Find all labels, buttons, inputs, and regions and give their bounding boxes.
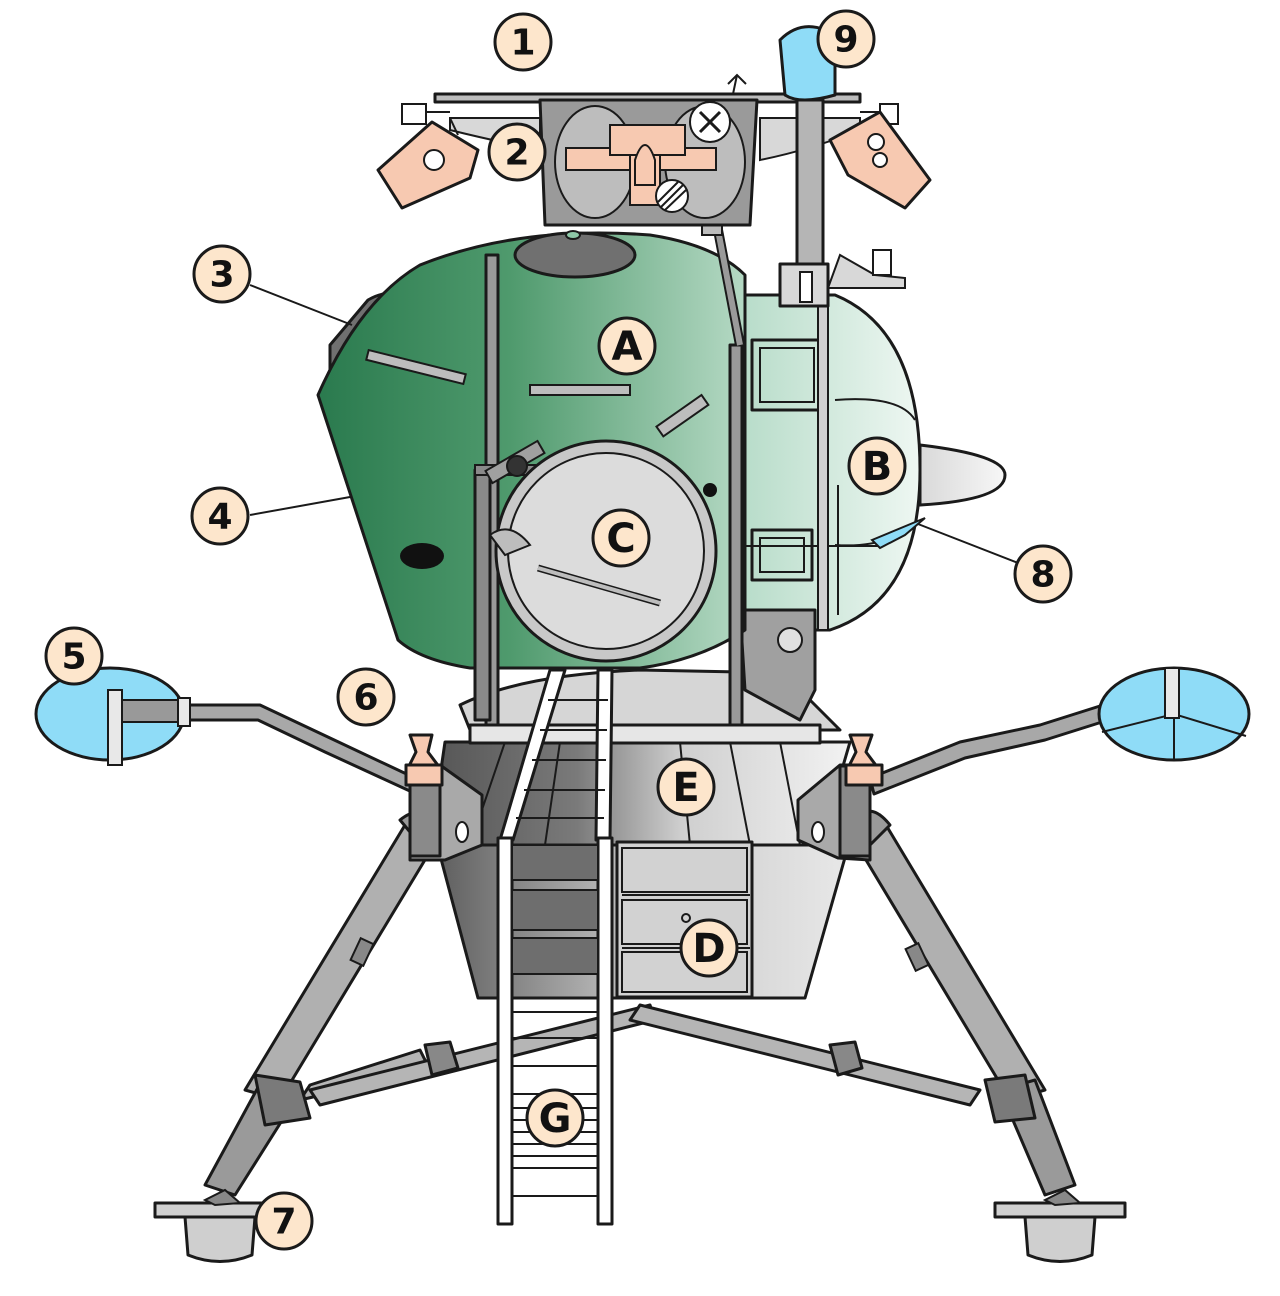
- letter-e-text: E: [672, 765, 699, 811]
- ladder: [496, 668, 614, 1226]
- callout-3: 3: [192, 244, 252, 304]
- callout-2-text: 2: [504, 133, 529, 174]
- letter-c: C: [591, 508, 651, 568]
- callout-1: 1: [493, 12, 553, 72]
- instrument-box-d: [615, 840, 754, 999]
- callout-6-text: 6: [353, 678, 378, 719]
- callout-6: 6: [336, 667, 396, 727]
- callout-7: 7: [254, 1191, 314, 1251]
- callout-5-text: 5: [61, 637, 86, 678]
- callout-3-text: 3: [209, 255, 234, 296]
- callout-5: 5: [44, 626, 104, 686]
- callout-8: 8: [1013, 544, 1073, 604]
- callout-9-text: 9: [833, 20, 858, 61]
- number-callouts: 1 2 3 4 5 6 7 8 9: [44, 9, 1073, 1251]
- letter-b-text: B: [862, 444, 893, 490]
- letter-g: G: [525, 1088, 585, 1148]
- callout-9: 9: [816, 9, 876, 69]
- section-letters: A B C D E G: [525, 316, 907, 1148]
- letter-d-text: D: [692, 926, 725, 972]
- letter-a: A: [597, 316, 657, 376]
- letter-e: E: [656, 757, 716, 817]
- callout-2: 2: [487, 122, 547, 182]
- top-structure: [376, 25, 932, 631]
- letter-g-text: G: [539, 1096, 572, 1142]
- module-b: [738, 293, 1007, 722]
- leader-lines: [249, 284, 1019, 564]
- callout-4: 4: [190, 486, 250, 546]
- letter-d: D: [679, 918, 739, 978]
- letter-c-text: C: [606, 516, 635, 562]
- callout-7-text: 7: [271, 1202, 296, 1243]
- antenna-arms: [34, 666, 1251, 796]
- callout-4-text: 4: [207, 497, 232, 538]
- capsule-a: [316, 224, 747, 727]
- callout-1-text: 1: [510, 23, 535, 64]
- callout-8-text: 8: [1030, 555, 1055, 596]
- letter-b: B: [847, 436, 907, 496]
- letter-a-text: A: [612, 324, 643, 370]
